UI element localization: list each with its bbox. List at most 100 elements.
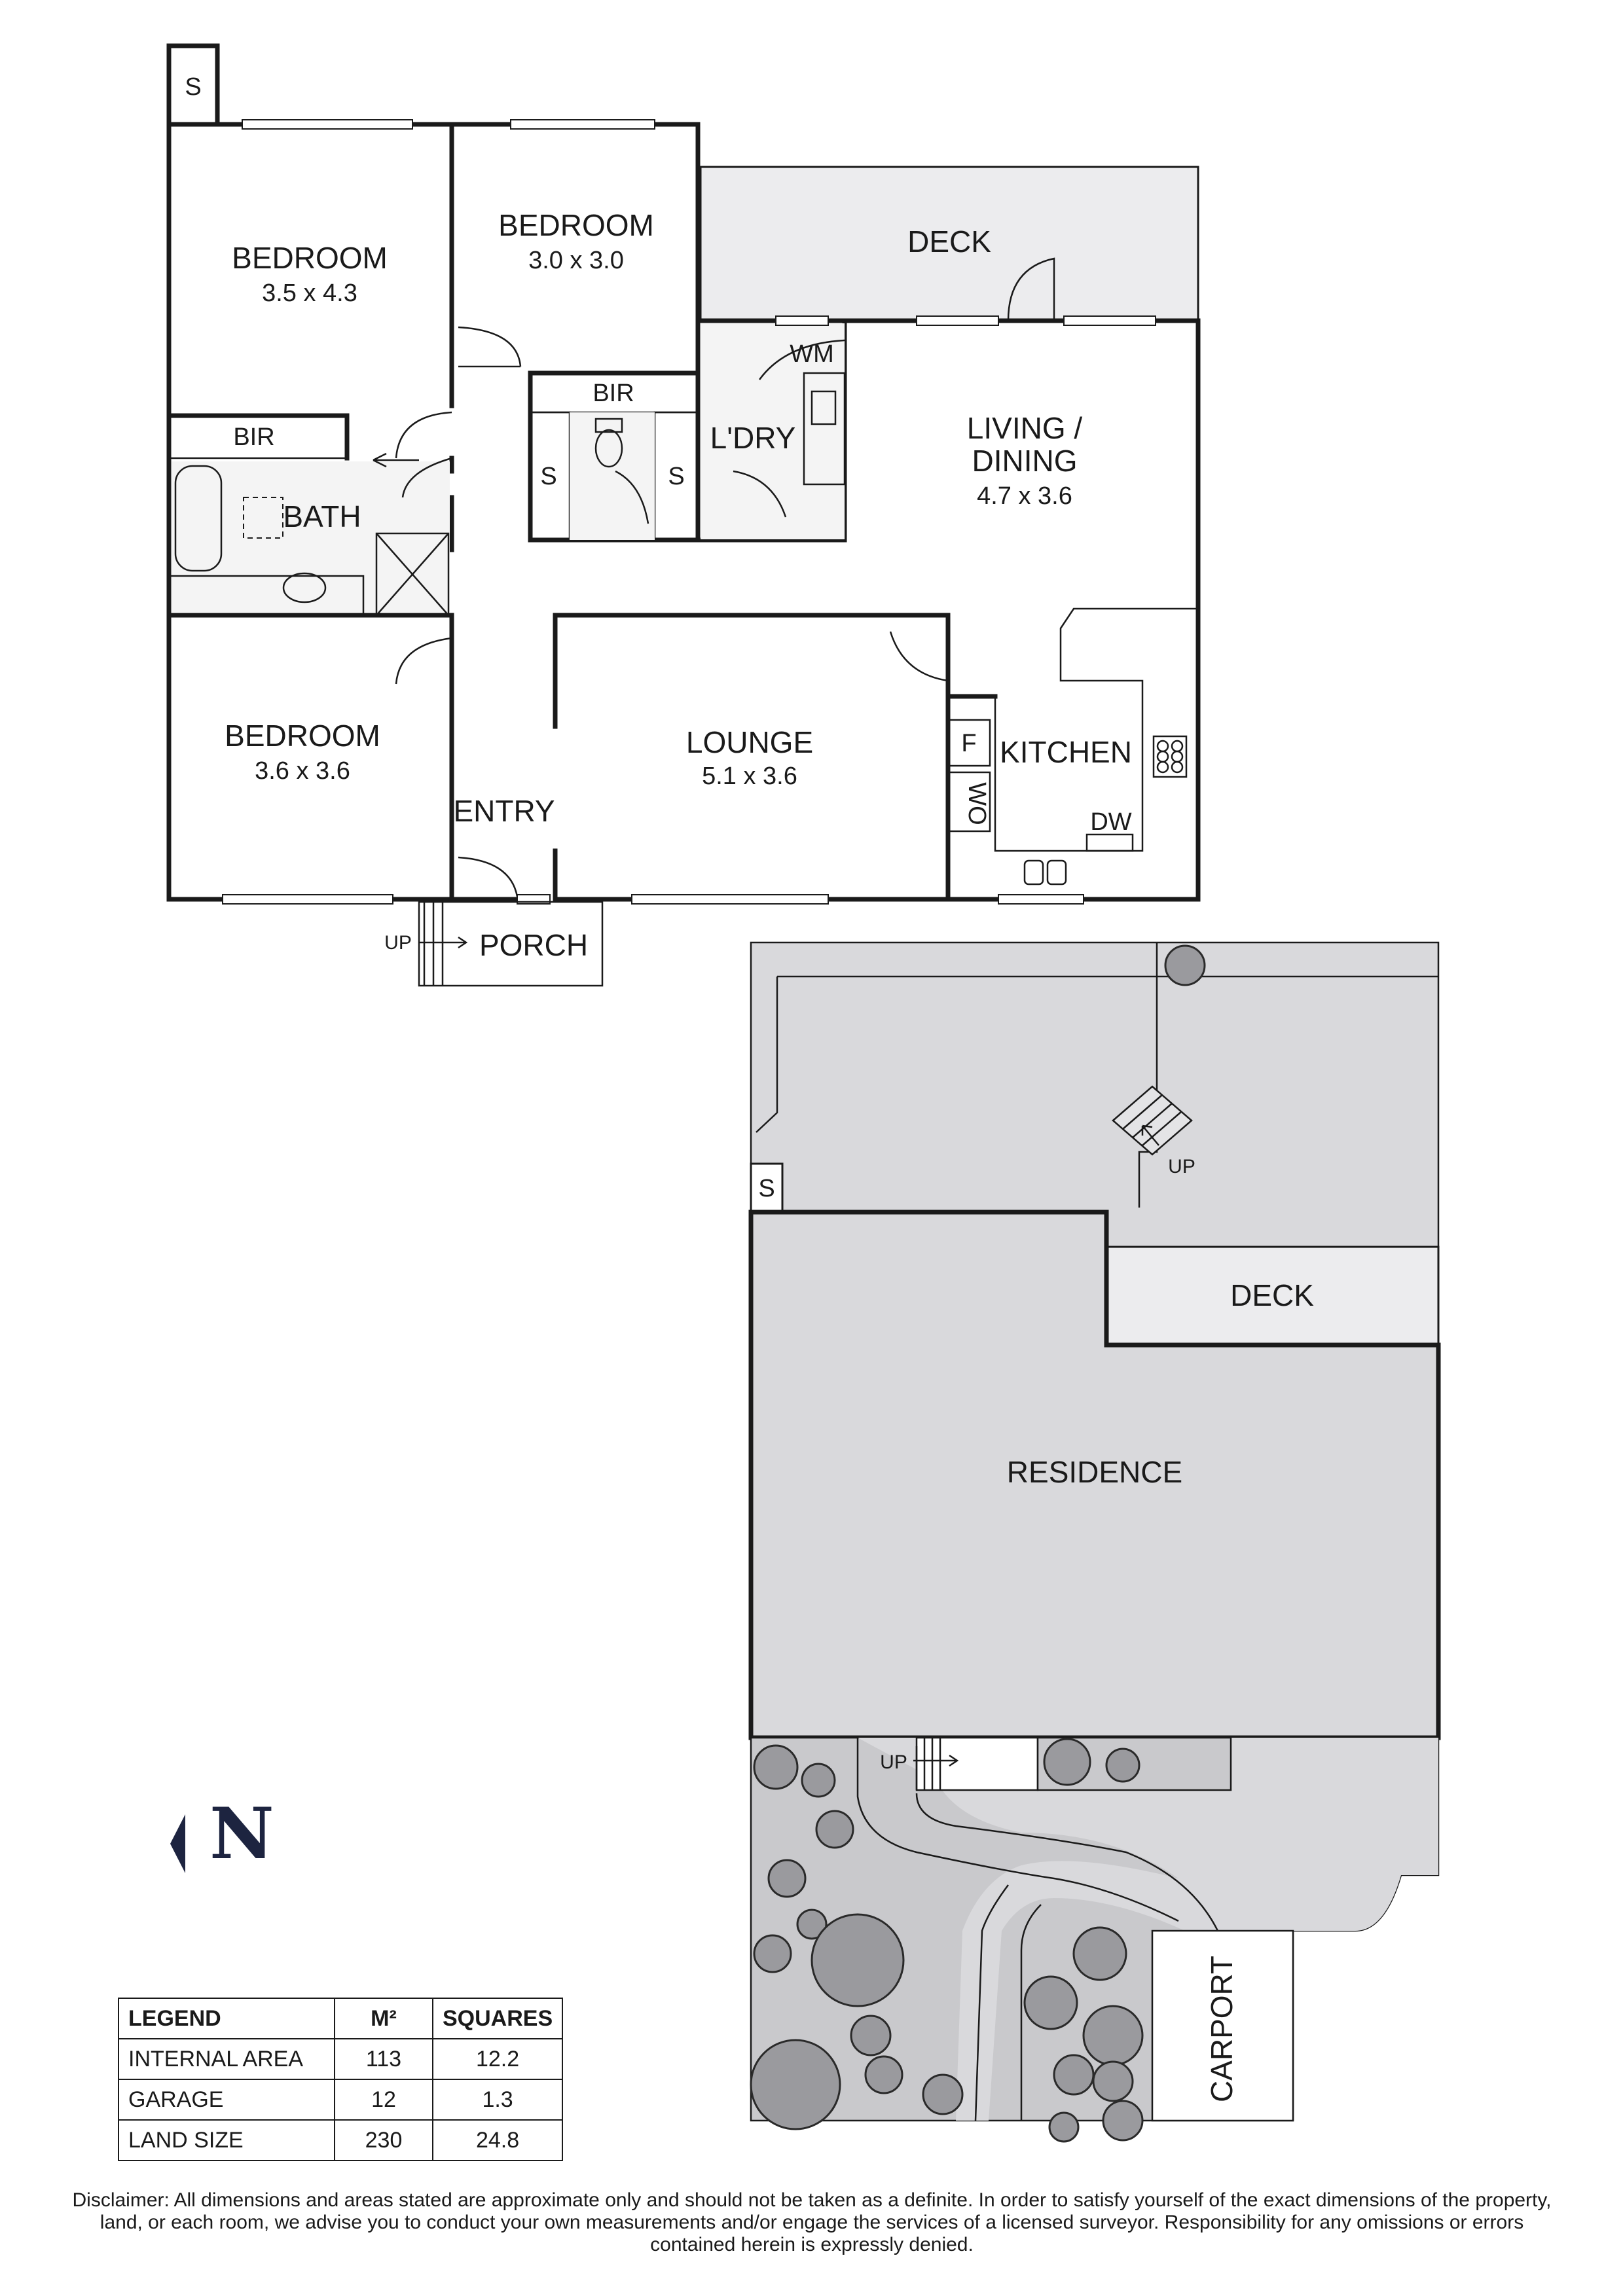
trough-icon [811,390,837,425]
tree-icon [1043,1738,1091,1786]
laundry-bench [803,372,846,486]
bath-outlet [243,497,283,539]
deck-label: DECK [907,224,991,259]
tree-icon [1072,1926,1127,1981]
shower-cross [376,533,449,616]
fridge-space [947,719,991,767]
site-store [750,1162,784,1213]
dishwasher-label: DW [1090,808,1131,836]
tree-icon [1053,2054,1095,2096]
tree-icon [753,1744,799,1790]
porch-outline [418,901,604,987]
front-steps [915,1736,1039,1791]
store-top-label: S [185,73,201,101]
wm-label: WM [790,340,834,368]
tree-icon [796,1909,828,1940]
legend-row-squares: 24.8 [431,2119,564,2161]
legend-row-label: LAND SIZE [118,2119,335,2161]
tree-icon [864,2055,903,2094]
tree-icon [1048,2111,1080,2143]
tree-icons [750,944,1206,2143]
legend-header-m2: M² [334,1998,433,2039]
tree-icon [801,1763,836,1798]
table-row: GARAGE 12 1.3 [118,2079,564,2121]
legend-header-squares: SQUARES [431,1998,564,2039]
bedroom2-size: 3.0 x 3.0 [528,247,624,274]
shower-icon [375,532,450,617]
bir-left [168,414,348,459]
legend-row-m2: 12 [334,2079,433,2121]
tree-icon [753,1934,792,1973]
floor-plan: BEDROOM 3.5 x 4.3 BEDROOM 3.0 x 3.0 DECK… [166,43,1201,987]
wall-oven-label: WO [963,782,991,825]
deck-area [699,166,1199,323]
table-row: INTERNAL AREA 113 12.2 [118,2038,564,2080]
porch-up-arrow [419,936,468,949]
carport-label: CARPORT [1205,1956,1239,2102]
living-size: 4.7 x 3.6 [977,482,1072,510]
bathtub-icon [174,465,223,572]
tree-icon [850,2015,892,2056]
bedroom1-size: 3.5 x 4.3 [262,279,357,307]
front-steps-lines [913,1738,959,1790]
back-steps [1112,1085,1193,1156]
entry-label: ENTRY [453,794,555,828]
tree-icon [750,2039,841,2130]
porch-label: PORCH [479,928,588,962]
tree-icon [811,1913,905,2007]
toilet-floor [570,412,655,540]
legend-row-m2: 230 [334,2119,433,2161]
fridge-label: F [961,730,976,757]
bath-floor [172,461,450,612]
living-label-1: LIVING / [967,411,1083,445]
porch-steps [423,902,444,986]
legend-row-m2: 113 [334,2038,433,2080]
laundry-floor [701,323,845,539]
tree-icon [1092,2060,1134,2102]
wall-oven [947,771,991,833]
cistern [594,418,623,433]
legend-row-label: INTERNAL AREA [118,2038,335,2080]
basin-icon [282,572,327,603]
tree-icon [1102,2100,1144,2142]
porch-up-label: UP [384,932,412,954]
legend-header-label: LEGEND [118,1998,335,2039]
bir-left-label: BIR [233,423,274,451]
tree-icon [922,2073,964,2115]
table-row: LAND SIZE 230 24.8 [118,2119,564,2161]
legend-row-squares: 1.3 [431,2079,564,2121]
site-store-label: S [758,1175,775,1202]
site-plan: RESIDENCE DECK CARPORT S UP UP [748,941,1441,2143]
residence-label: RESIDENCE [1007,1455,1182,1489]
laundry-label: L'DRY [710,421,796,455]
backyard-lines [756,942,1438,1208]
sink-icon [1023,859,1067,886]
bir-center-label: BIR [593,380,634,407]
legend-row-label: GARAGE [118,2079,335,2121]
driveway [858,1738,1438,2121]
back-up-label: UP [1168,1156,1195,1177]
cooktop-icon [1152,735,1188,778]
toilet-icon [594,429,623,468]
store-left-label: S [540,463,556,490]
legend-table: LEGEND M² SQUARES INTERNAL AREA 113 12.2… [118,1998,564,2161]
legend-row-squares: 12.2 [431,2038,564,2080]
dishwasher [1085,833,1134,852]
bedroom3-label: BEDROOM [225,719,380,753]
bath-label: BATH [283,499,361,533]
kitchen-bench [994,607,1198,852]
tree-icon [767,1859,807,1898]
front-up-label: UP [880,1751,907,1773]
bedroom3-size: 3.6 x 3.6 [255,757,350,785]
tree-icon [815,1810,854,1849]
store-right-label: S [668,463,684,490]
tree-icon [1082,2005,1144,2066]
tree-icon [1164,944,1206,986]
tree-icon [1023,1975,1078,2030]
legend-header-row: LEGEND M² SQUARES [118,1998,564,2039]
vanity [169,575,365,615]
lounge-label: LOUNGE [686,725,813,759]
site-deck-label: DECK [1230,1278,1314,1312]
tree-icon [1105,1748,1140,1783]
disclaimer-text: Disclaimer: All dimensions and areas sta… [72,2189,1552,2255]
